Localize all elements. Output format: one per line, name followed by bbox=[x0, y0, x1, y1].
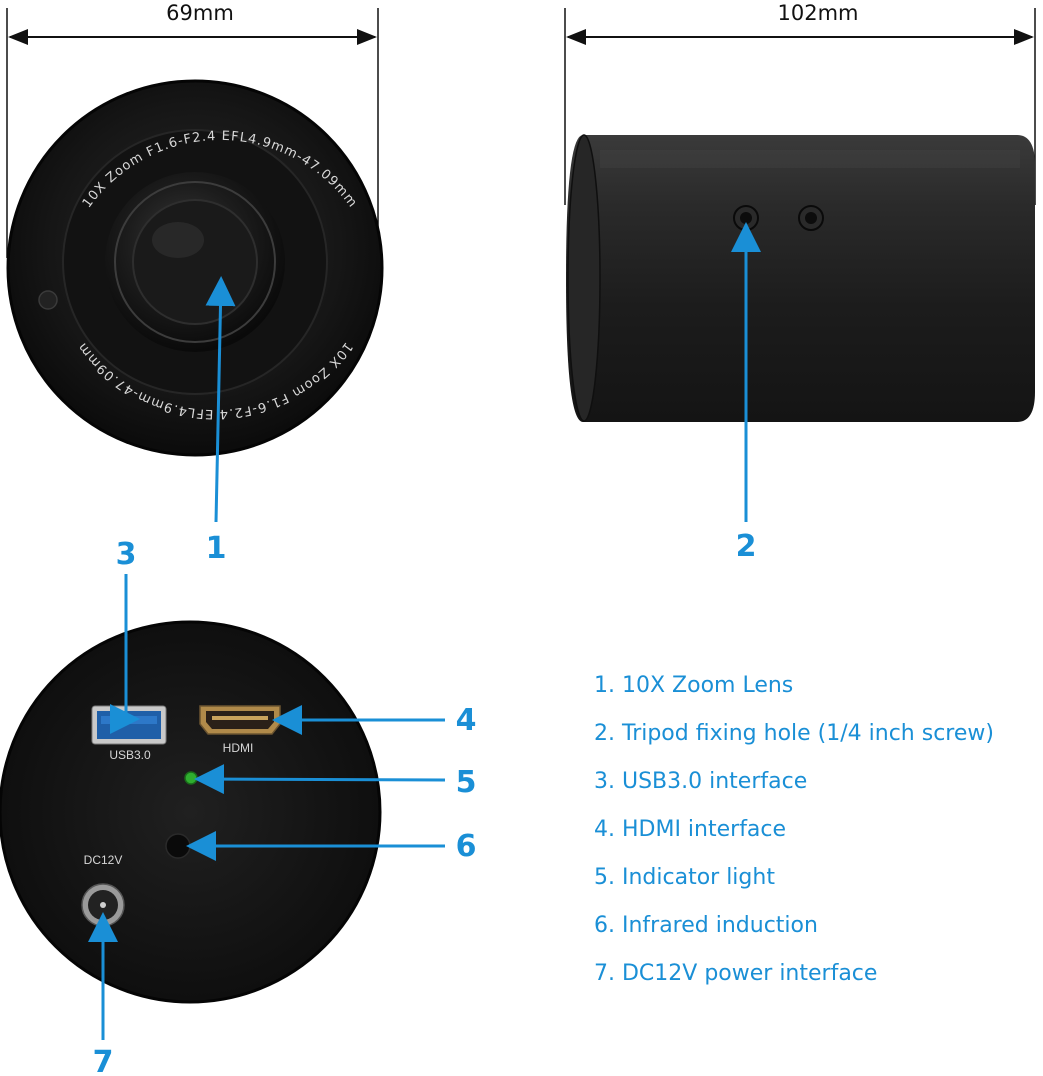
feature-legend: 1. 10X Zoom Lens 2. Tripod fixing hole (… bbox=[594, 668, 994, 1004]
legend-item-tripod-hole: 2. Tripod fixing hole (1/4 inch screw) bbox=[594, 721, 994, 746]
callout-number-2: 2 bbox=[736, 529, 757, 564]
callout-arrow-5 bbox=[194, 764, 446, 795]
callout-arrow-1 bbox=[205, 276, 236, 523]
callout-number-4: 4 bbox=[456, 703, 477, 738]
width-dimension: 69mm bbox=[6, 1, 379, 258]
camera-side-view bbox=[566, 134, 1035, 422]
width-label: 69mm bbox=[166, 1, 234, 25]
length-label: 102mm bbox=[778, 1, 859, 25]
hdmi-label: HDMI bbox=[223, 741, 254, 755]
callout-number-7: 7 bbox=[93, 1045, 114, 1076]
callout-arrow-3 bbox=[110, 574, 140, 734]
callout-number-3: 3 bbox=[116, 537, 137, 572]
hdmi-port-icon bbox=[199, 705, 281, 735]
front-sensor-icon bbox=[38, 290, 58, 310]
callout-number-5: 5 bbox=[456, 765, 477, 800]
legend-item-infrared: 6. Infrared induction bbox=[594, 913, 818, 938]
dc-label: DC12V bbox=[84, 853, 123, 867]
callout-arrows bbox=[88, 222, 761, 1040]
legend-item-zoom-lens: 1. 10X Zoom Lens bbox=[594, 673, 794, 698]
camera-back-view: USB3.0 HDMI DC12V bbox=[0, 620, 382, 1004]
legend-item-hdmi: 4. HDMI interface bbox=[594, 817, 787, 842]
camera-front-view: 10X Zoom F1.6-F2.4 EFL4.9mm-47.09mm 10X … bbox=[6, 79, 384, 457]
indicator-light-icon bbox=[184, 771, 198, 785]
callout-number-6: 6 bbox=[456, 829, 477, 864]
legend-item-indicator: 5. Indicator light bbox=[594, 865, 775, 890]
legend-item-dc-power: 7. DC12V power interface bbox=[594, 961, 878, 986]
callout-number-1: 1 bbox=[206, 531, 227, 566]
infrared-sensor-icon bbox=[165, 833, 191, 859]
usb-port-icon bbox=[91, 705, 167, 745]
usb-label: USB3.0 bbox=[109, 748, 151, 762]
legend-item-usb: 3. USB3.0 interface bbox=[594, 769, 808, 794]
length-dimension: 102mm bbox=[564, 1, 1036, 205]
callout-numbers: 1 2 3 4 5 6 7 bbox=[93, 529, 757, 1076]
